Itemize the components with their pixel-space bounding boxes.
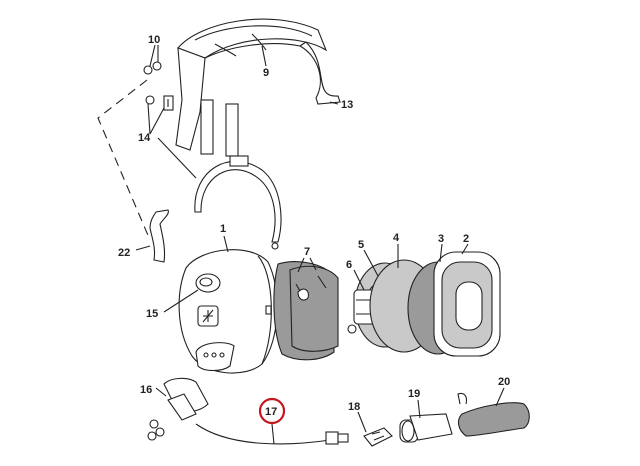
foam-cushion <box>273 261 339 361</box>
connector-plug <box>363 427 393 447</box>
callout-4: 4 <box>393 232 400 244</box>
callout-20: 20 <box>498 376 510 388</box>
microphone-capsule <box>399 413 453 443</box>
callout-10: 10 <box>148 34 160 46</box>
leader-lines <box>135 44 505 445</box>
slider-strips <box>163 95 239 157</box>
callout-13: 13 <box>341 99 353 111</box>
callout-6: 6 <box>346 259 352 271</box>
assembly-dashed-line <box>97 79 151 241</box>
ear-cup <box>178 249 278 374</box>
callout-3: 3 <box>438 233 444 245</box>
callout-14: 14 <box>138 132 151 144</box>
mic-windscreen <box>457 392 530 437</box>
callout-2: 2 <box>463 233 469 245</box>
callout-17: 17 <box>265 406 277 418</box>
callout-18: 18 <box>348 401 360 413</box>
callout-5: 5 <box>358 239 364 251</box>
callout-16: 16 <box>140 384 152 396</box>
headband-strap <box>298 41 341 105</box>
boom-bracket <box>147 377 209 441</box>
screw-parts <box>143 61 162 105</box>
callout-1: 1 <box>220 223 226 235</box>
highlight-ring <box>258 397 286 425</box>
headband-wire <box>194 155 282 250</box>
pad-part <box>149 209 169 263</box>
callout-9: 9 <box>263 67 269 79</box>
boom-cable <box>195 423 349 445</box>
callout-19: 19 <box>408 388 420 400</box>
callout-15: 15 <box>146 308 158 320</box>
ear-seal <box>433 251 501 357</box>
callout-7: 7 <box>304 246 310 258</box>
callout-22: 22 <box>118 247 130 259</box>
headband-pad <box>175 18 328 151</box>
